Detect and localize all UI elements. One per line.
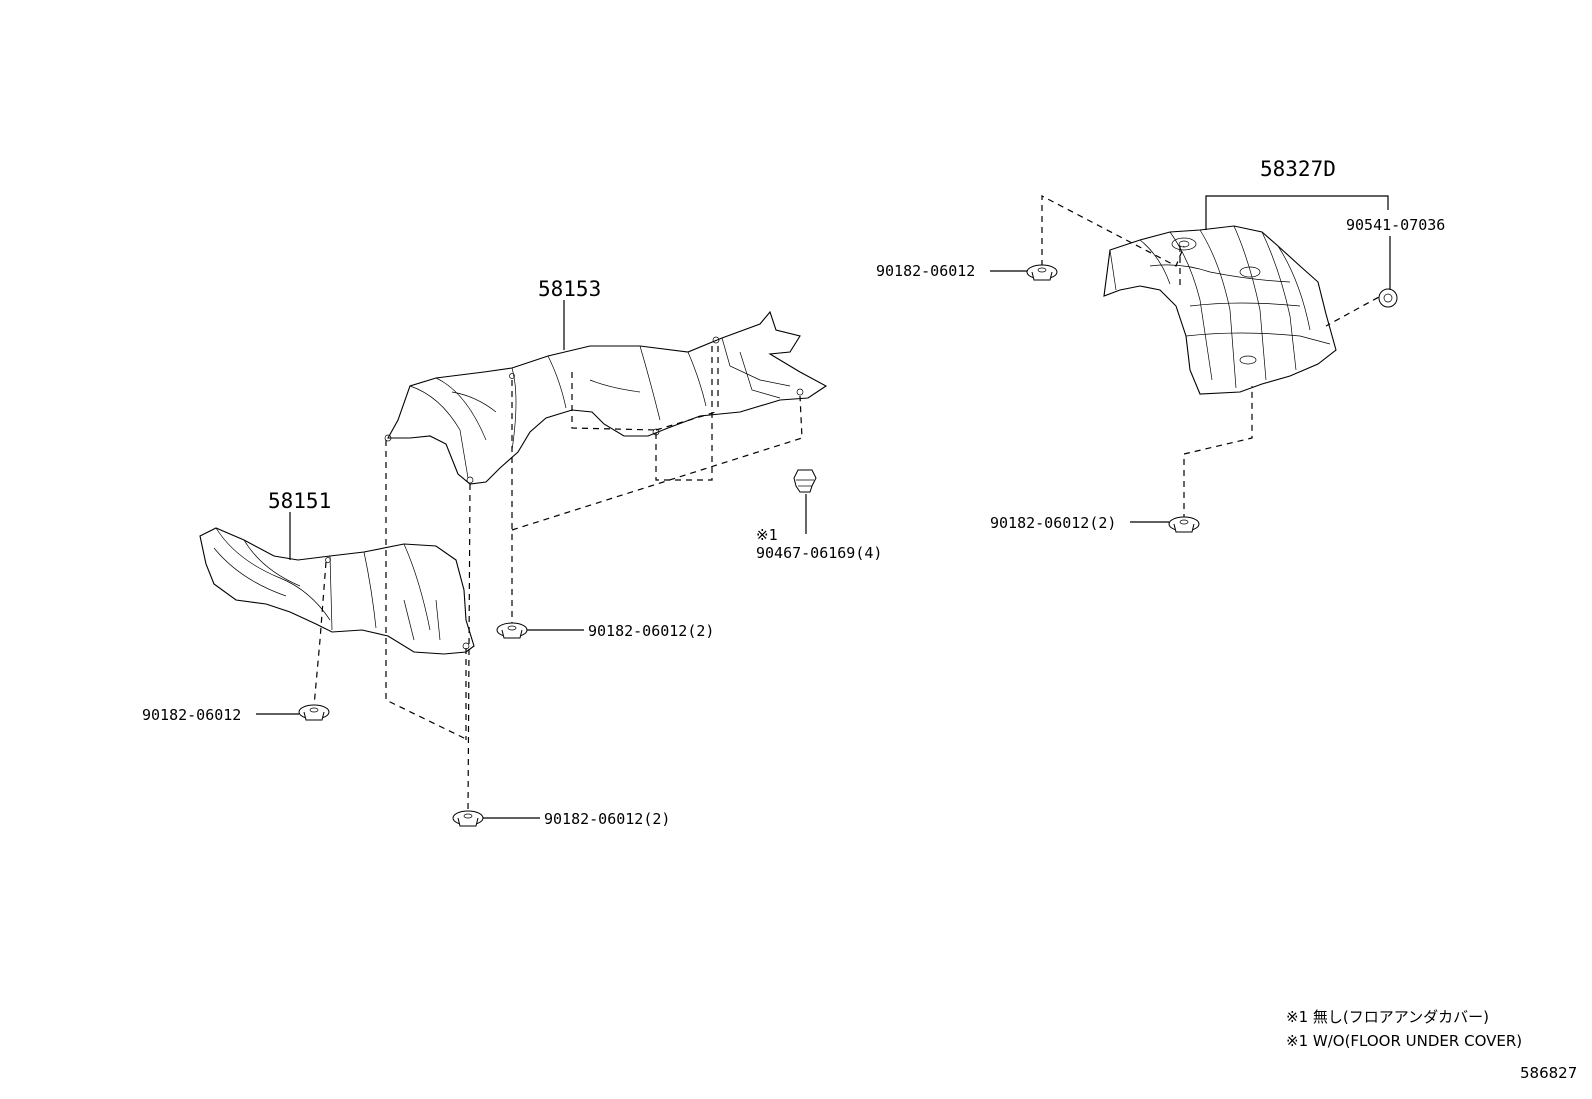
label-58327d[interactable]: 58327D — [1260, 157, 1336, 181]
clip-90182-r2[interactable] — [1168, 516, 1200, 533]
diagram-id: 586827 — [1520, 1064, 1577, 1082]
clip-90182-tr[interactable] — [1026, 264, 1058, 281]
clip-90182-mid2[interactable] — [496, 622, 528, 639]
label-clip-left[interactable]: 90182-06012 — [142, 706, 241, 724]
clip-90182-left[interactable] — [298, 704, 330, 721]
label-90541-07036[interactable]: 90541-07036 — [1346, 216, 1445, 234]
label-58153[interactable]: 58153 — [538, 277, 601, 301]
label-clip-r2[interactable]: 90182-06012(2) — [990, 514, 1116, 532]
part-58153-insulator[interactable] — [384, 310, 828, 485]
footnote-en: ※1 W/O(FLOOR UNDER COVER) — [1286, 1032, 1522, 1050]
clip-90182-bottom2[interactable] — [452, 810, 484, 827]
label-clip-mid2[interactable]: 90182-06012(2) — [588, 622, 714, 640]
label-grommet[interactable]: 90467-06169(4) — [756, 544, 882, 562]
assembly-dashed-lines — [313, 195, 1389, 813]
label-58151[interactable]: 58151 — [268, 489, 331, 513]
footnote-jp: ※1 無し(フロアアンダカバー) — [1286, 1008, 1489, 1026]
part-58327d-insulator[interactable] — [1103, 225, 1337, 395]
grommet-90467[interactable] — [793, 469, 817, 493]
leader-lines — [256, 195, 1391, 819]
part-58151-insulator[interactable] — [199, 527, 475, 655]
label-clip-tr[interactable]: 90182-06012 — [876, 262, 975, 280]
label-grommet-note: ※1 — [756, 526, 778, 544]
label-clip-bottom2[interactable]: 90182-06012(2) — [544, 810, 670, 828]
nut-90541[interactable] — [1378, 288, 1398, 308]
